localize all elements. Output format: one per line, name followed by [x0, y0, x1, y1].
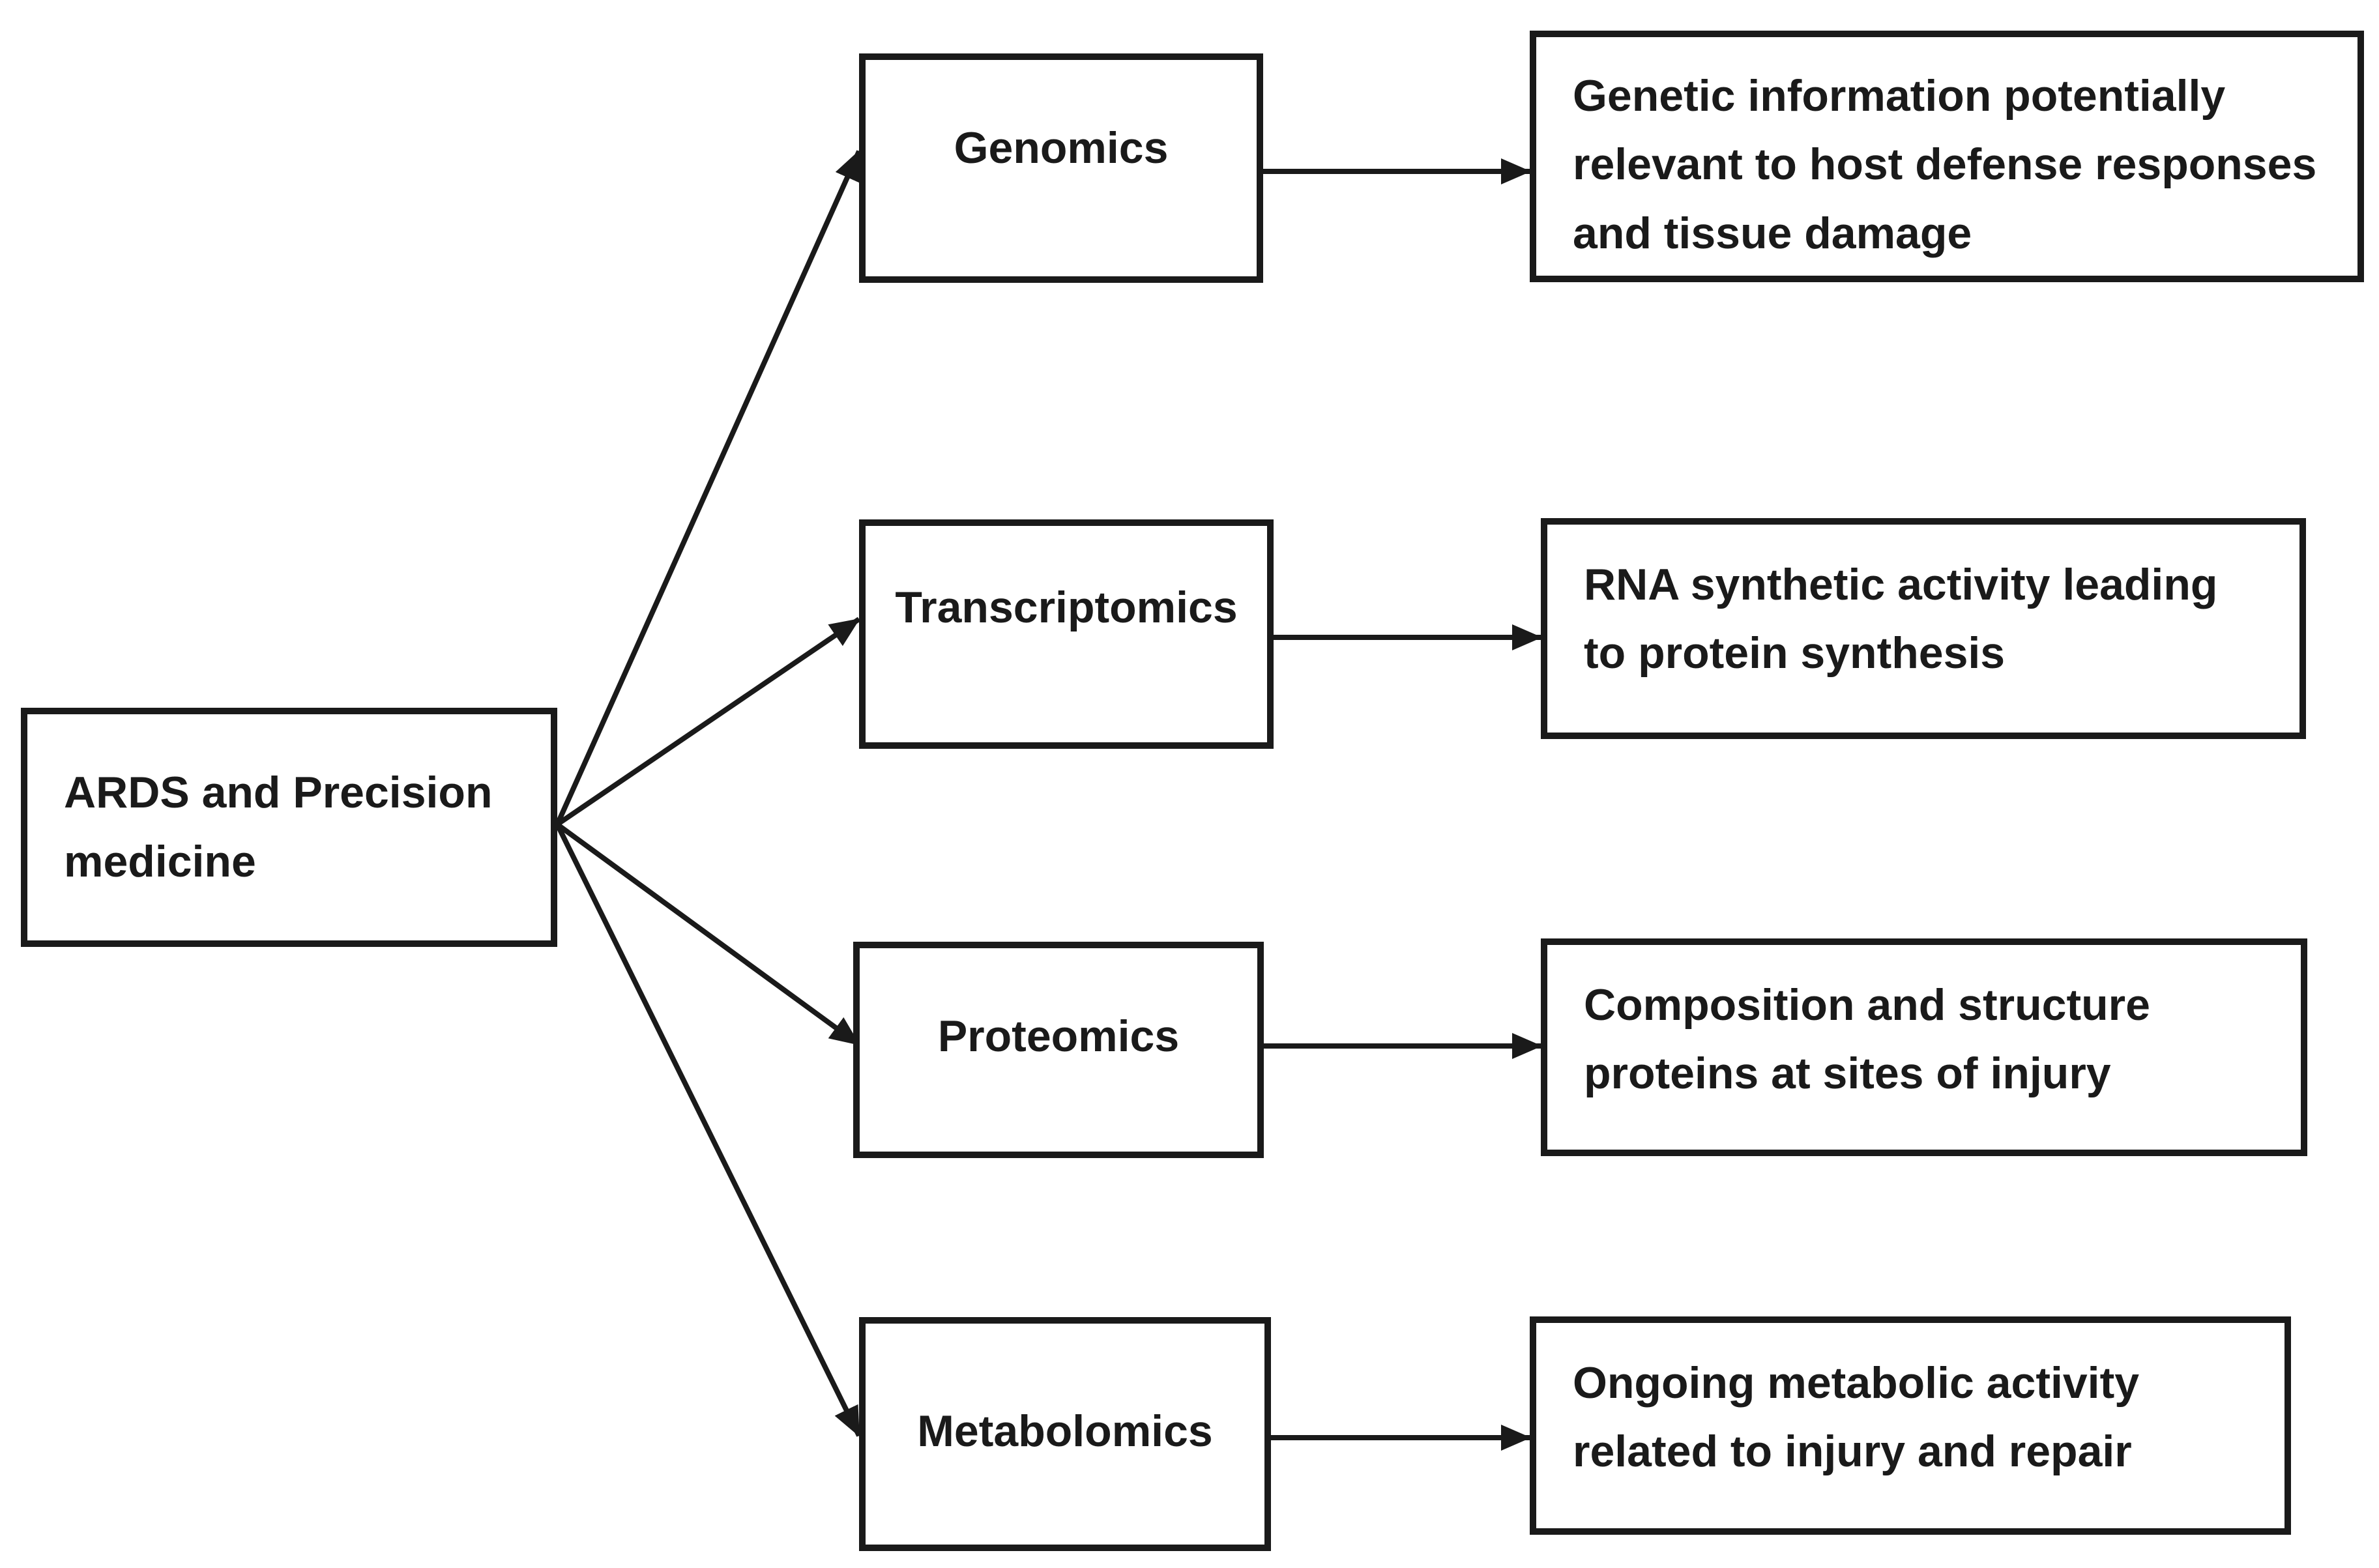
node-genomics: Genomics — [859, 53, 1263, 283]
node-transcriptomics: Transcriptomics — [859, 519, 1274, 749]
node-proteomics-label: Proteomics — [937, 1011, 1180, 1062]
description-proteomics: Composition and structure proteins at si… — [1541, 938, 2307, 1156]
node-genomics-label: Genomics — [954, 123, 1169, 173]
arrow-root-to-genomics — [555, 150, 862, 826]
description-genomics-text: Genetic information potentially relevant… — [1573, 71, 2317, 258]
root-node-ards-precision-medicine: ARDS and Precision medicine — [21, 708, 557, 947]
description-proteomics-text: Composition and structure proteins at si… — [1584, 980, 2150, 1099]
description-metabolomics-text: Ongoing metabolic activity related to in… — [1573, 1358, 2140, 1477]
description-metabolomics: Ongoing metabolic activity related to in… — [1530, 1316, 2291, 1535]
arrow-root-to-transcriptomics — [555, 617, 861, 827]
description-transcriptomics: RNA synthetic activity leading to protei… — [1541, 518, 2306, 739]
description-genomics: Genetic information potentially relevant… — [1530, 31, 2364, 282]
node-metabolomics: Metabolomics — [859, 1317, 1271, 1551]
node-transcriptomics-label: Transcriptomics — [895, 583, 1238, 633]
arrow-root-to-proteomics — [555, 822, 861, 1047]
node-metabolomics-label: Metabolomics — [917, 1406, 1213, 1456]
root-node-label: ARDS and Precision medicine — [64, 768, 493, 886]
description-transcriptomics-text: RNA synthetic activity leading to protei… — [1584, 560, 2218, 678]
arrow-root-to-metabolomics — [555, 823, 862, 1437]
node-proteomics: Proteomics — [853, 942, 1264, 1158]
